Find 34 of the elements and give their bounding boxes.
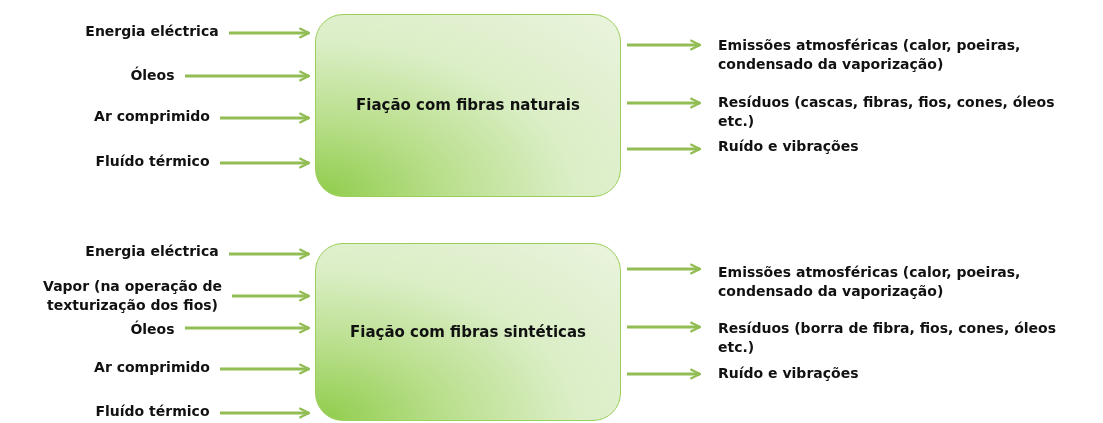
arrow: [220, 363, 311, 375]
arrow: [185, 322, 311, 334]
arrow: [627, 143, 702, 155]
output-label: Emissões atmosféricas (calor, poeiras, condensado da vaporização): [718, 263, 1022, 301]
arrow: [229, 248, 311, 260]
input-label: Energia eléctrica: [85, 243, 219, 259]
arrow: [627, 39, 702, 51]
input-label: Fluído térmico: [95, 403, 210, 419]
input-label: Fluído térmico: [95, 153, 210, 169]
arrow: [220, 407, 311, 419]
input-label: Energia eléctrica: [85, 23, 219, 39]
output-label: Resíduos (cascas, fibras, fios, cones, óleos etc.): [718, 93, 1056, 131]
output-label: Ruído e vibrações: [718, 137, 860, 156]
input-label: Ar comprimido: [94, 108, 210, 124]
arrow: [229, 27, 311, 39]
arrow: [627, 97, 702, 109]
output-label: Ruído e vibrações: [718, 364, 860, 383]
arrow: [627, 263, 702, 275]
arrow: [220, 157, 311, 169]
output-label: Emissões atmosféricas (calor, poeiras, condensado da vaporização): [718, 36, 1022, 74]
arrow: [627, 368, 702, 380]
arrow: [220, 112, 311, 124]
arrow: [232, 290, 311, 302]
process-label: Fiação com fibras naturais: [356, 96, 580, 115]
arrow: [185, 70, 311, 82]
input-label: Óleos: [130, 67, 175, 83]
input-label: Óleos: [130, 321, 175, 337]
process-label: Fiação com fibras sintéticas: [350, 322, 586, 342]
output-label: Resíduos (borra de fibra, fios, cones, óleos etc.): [718, 319, 1057, 357]
process-box: [315, 14, 621, 197]
input-label: Ar comprimido: [94, 359, 210, 375]
arrow: [627, 321, 702, 333]
input-label: Vapor (na operação de texturização dos fios): [43, 278, 222, 313]
process-box: [315, 243, 621, 421]
